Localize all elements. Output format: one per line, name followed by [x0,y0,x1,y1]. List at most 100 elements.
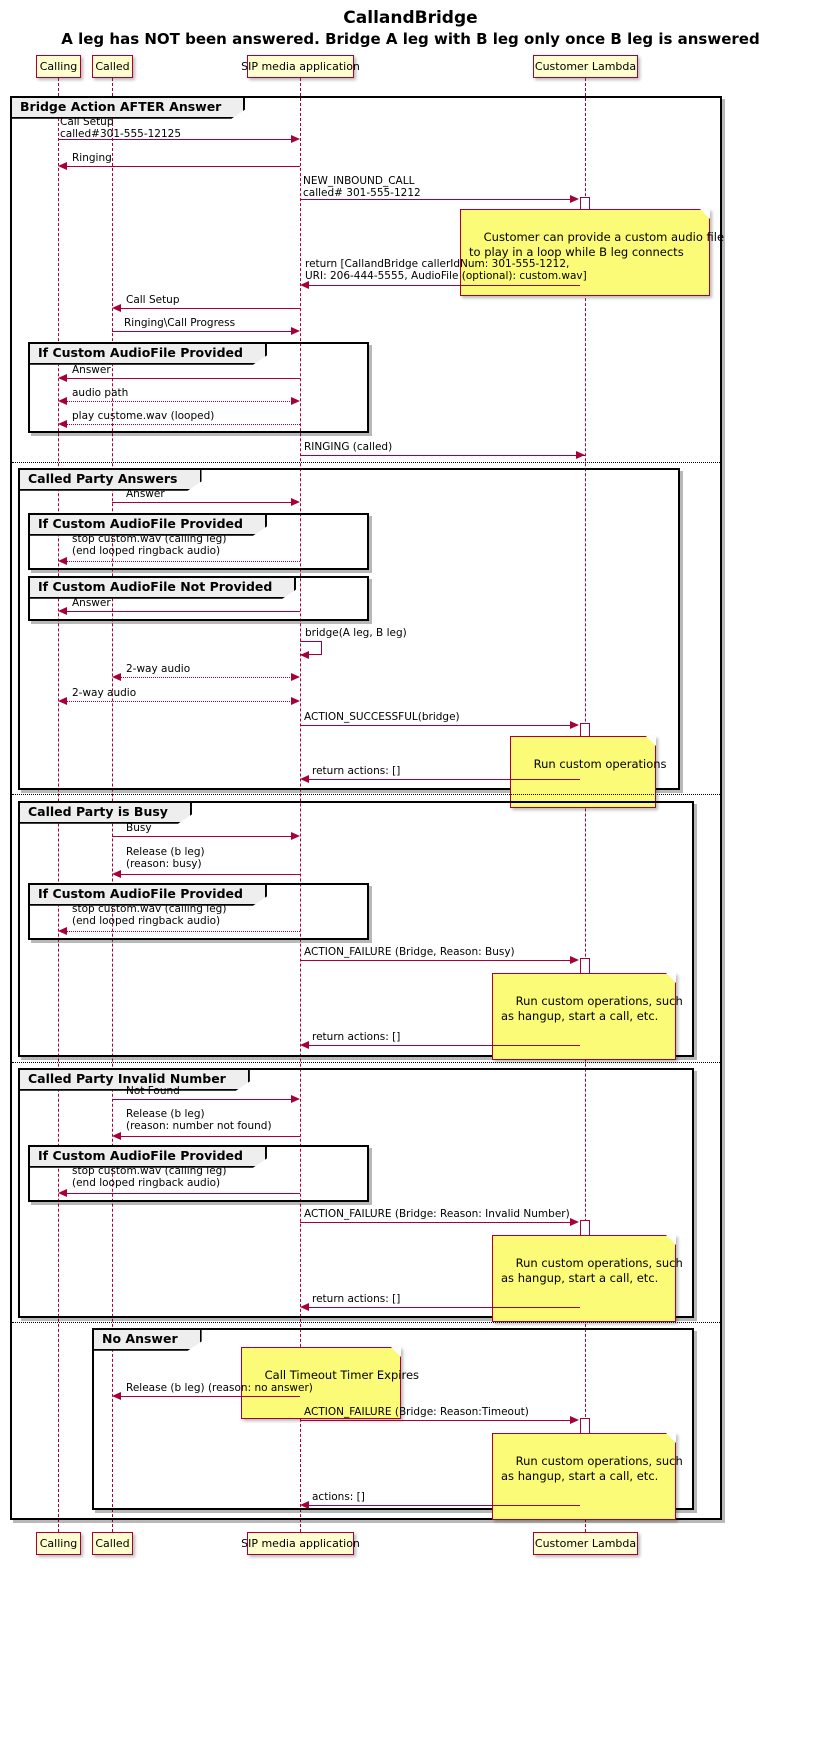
frame-label-if-audio-provided-1: If Custom AudioFile Provided [30,344,267,365]
participant-calling-bottom[interactable]: Calling [36,1532,81,1555]
note-run-custom-operations-timeout-text: Run custom operations, such as hangup, s… [501,1454,683,1483]
message-action-failure-busy [300,960,571,961]
message-return-actions-2 [308,1045,580,1046]
lifeline-sip [300,78,301,1532]
label-call-setup-a: Call Setup called#301-555-12125 [60,116,182,140]
frame-label-no-answer: No Answer [94,1330,202,1351]
message-return-actions-3 [308,1307,580,1308]
message-actions-empty [308,1505,580,1506]
label-action-failure-busy: ACTION_FAILURE (Bridge, Reason: Busy) [304,946,515,958]
participant-sip-bottom[interactable]: SIP media application [241,1532,360,1555]
arrowhead-action-failure-busy [570,956,579,964]
diagram-subtitle: A leg has NOT been answered. Bridge A le… [61,30,760,48]
frame-if-audio-provided-3 [28,883,369,940]
arrowhead-action-successful [570,721,579,729]
frame-label-called-party-busy: Called Party is Busy [20,803,192,824]
message-new-inbound-call [300,199,571,200]
participant-sip-top[interactable]: SIP media application [241,55,360,78]
label-answer-b: Answer [126,488,165,500]
participant-lambda-bottom[interactable]: Customer Lambda [533,1532,638,1555]
arrowhead-release-no-answer [112,1392,121,1400]
frame-label-if-audio-provided-2: If Custom AudioFile Provided [30,515,267,536]
participant-calling-top[interactable]: Calling [36,55,81,78]
participant-called-top[interactable]: Called [92,55,133,78]
frame-if-audio-provided-2 [28,513,369,570]
arrowhead-new-inbound-call [570,195,579,203]
label-play-custom-looped: play custome.wav (looped) [72,410,215,422]
arrowhead-audio-path-left [58,397,67,405]
message-release-not-found [120,1136,300,1137]
message-return-callandbridge [308,285,580,286]
arrowhead-stop-custom-wav-1 [58,557,67,565]
label-stop-custom-wav-2: stop custom.wav (calling leg) (end loope… [72,903,227,927]
label-actions-empty: actions: [] [312,1491,365,1503]
note-fold-icon [666,973,676,983]
label-busy: Busy [126,822,152,834]
diagram-title: CallandBridge [343,8,478,28]
arrowhead-two-way-audio-a-right [291,697,300,705]
label-answer-1: Answer [72,364,111,376]
label-action-successful: ACTION_SUCCESSFUL(bridge) [304,711,460,723]
arrowhead-stop-custom-wav-2 [58,927,67,935]
label-bridge-self: bridge(A leg, B leg) [305,627,407,639]
note-run-custom-operations-text: Run custom operations [533,757,667,771]
participant-lambda-top[interactable]: Customer Lambda [533,55,638,78]
arrowhead-release-not-found [112,1132,121,1140]
participant-called-bottom[interactable]: Called [92,1532,133,1555]
frame-called-party-answers [18,468,680,790]
note-run-custom-operations: Run custom operations [510,736,667,808]
arrowhead-two-way-audio-b-right [291,673,300,681]
note-run-custom-operations-invalid: Run custom operations, such as hangup, s… [492,1235,683,1322]
arrowhead-audio-path-right [291,397,300,405]
note-call-timeout-text: Call Timeout Timer Expires [264,1368,420,1382]
frame-label-if-audio-provided-3: If Custom AudioFile Provided [30,885,267,906]
message-play-custom-looped [66,424,300,425]
arrowhead-actions-empty [300,1501,309,1509]
label-ringing-called: RINGING (called) [304,441,393,453]
frame-called-party-invalid [18,1068,694,1318]
note-fold-icon [700,209,710,219]
arrowhead-busy [291,832,300,840]
message-call-setup-a [58,139,292,140]
arrowhead-not-found [291,1095,300,1103]
label-two-way-audio-b: 2-way audio [126,663,191,675]
arrowhead-two-way-audio-a-left [58,697,67,705]
message-not-found [112,1099,292,1100]
label-return-callandbridge: return [CallandBridge callerIdNum: 301-5… [305,258,587,282]
alt-divider-3 [12,1062,720,1063]
label-stop-custom-wav-1: stop custom.wav (calling leg) (end loope… [72,533,227,557]
label-not-found: Not Found [126,1085,180,1097]
message-answer-calling [66,611,300,612]
note-fold-icon [666,1235,676,1245]
frame-label-if-audio-provided-4: If Custom AudioFile Provided [30,1147,267,1168]
label-answer-calling: Answer [72,597,111,609]
message-release-no-answer [120,1396,300,1397]
note-fold-icon [391,1347,401,1357]
message-ringing-called [300,455,585,456]
alt-divider-4 [12,1322,720,1323]
message-return-actions-1 [308,779,580,780]
message-call-setup-b [120,308,300,309]
note-call-timeout: Call Timeout Timer Expires [241,1347,419,1419]
note-fold-icon [646,736,656,746]
arrowhead-return-actions-3 [300,1303,309,1311]
arrowhead-release-busy [112,870,121,878]
arrowhead-ringing-a [58,162,67,170]
arrowhead-return-actions-2 [300,1041,309,1049]
frame-if-audio-provided-1 [28,342,369,433]
label-new-inbound-call: NEW_INBOUND_CALL called# 301-555-1212 [303,175,421,199]
message-two-way-audio-a [66,701,292,702]
note-custom-audio-text: Customer can provide a custom audio file… [469,230,725,259]
label-return-actions-3: return actions: [] [312,1293,401,1305]
label-ringing-a: Ringing [72,152,112,164]
frame-no-answer [92,1328,694,1510]
label-release-no-answer: Release (b leg) (reason: no answer) [126,1382,313,1394]
self-message-bridge [300,641,322,655]
arrowhead-call-setup-a [291,135,300,143]
frame-called-party-busy [18,801,694,1057]
message-busy [112,836,292,837]
label-ringing-call-progress: Ringing\Call Progress [124,317,236,329]
message-stop-custom-wav-2 [66,931,300,932]
message-answer-1 [66,378,300,379]
message-audio-path [66,401,292,402]
